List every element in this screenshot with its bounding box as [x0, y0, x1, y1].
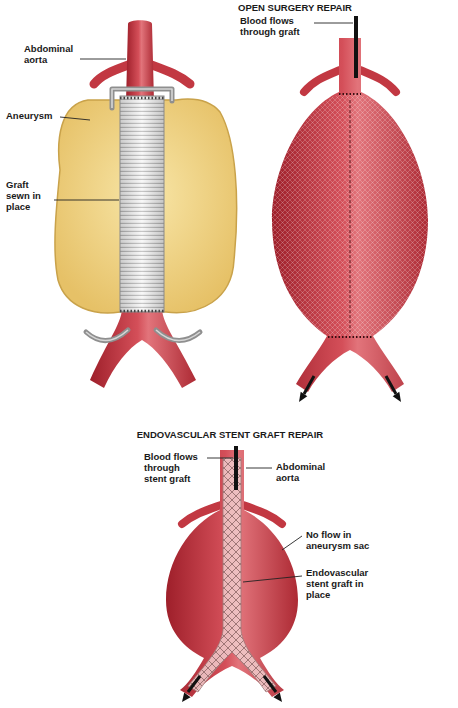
- section-heading: ENDOVASCULAR STENT GRAFT REPAIR: [90, 430, 370, 441]
- label-text: ENDOVASCULAR STENT GRAFT REPAIR: [137, 429, 323, 440]
- label-text: Blood flows through graft: [240, 15, 300, 37]
- endovascular-figure: [166, 446, 298, 702]
- graft-shading: [120, 96, 164, 312]
- leader-line: [54, 200, 119, 201]
- flow-arrowhead: [182, 692, 191, 702]
- clamp-highlight: [112, 89, 172, 108]
- sewn-seam: [350, 100, 351, 332]
- flow-line: [188, 676, 276, 692]
- flow-arrowhead: [273, 692, 282, 702]
- part-label: Aneurysm: [6, 111, 58, 122]
- label-text: No flow in aneurysm sac: [306, 529, 369, 551]
- label-text: Blood flows through stent graft: [144, 451, 198, 484]
- renal-artery: [304, 70, 340, 92]
- iliac-clamp: [86, 330, 200, 341]
- leader-line: [207, 458, 233, 459]
- section-heading: OPEN SURGERY REPAIR: [200, 3, 390, 14]
- clamp-highlight: [86, 330, 200, 341]
- leader-line: [243, 576, 302, 582]
- part-label: Abdominal aorta: [276, 462, 331, 484]
- flow-arrowhead: [299, 392, 307, 402]
- flow-line: [234, 446, 238, 490]
- open-repair-figure: [55, 20, 237, 388]
- flow-line: [354, 16, 358, 78]
- flow-line: [304, 376, 396, 394]
- label-text: OPEN SURGERY REPAIR: [238, 2, 352, 13]
- part-label: Abdominal aorta: [24, 44, 79, 66]
- aorta-with-graft: [272, 38, 428, 392]
- label-text: Endovascular stent graft in place: [306, 567, 368, 600]
- flow-arrowhead: [393, 392, 401, 402]
- suture-line: [328, 94, 372, 337]
- graft-tube: [120, 96, 164, 312]
- label-text: Aneurysm: [6, 110, 52, 121]
- leader-line: [314, 23, 353, 24]
- part-label: Endovascular stent graft in place: [306, 568, 376, 601]
- graft-knit: [272, 94, 428, 336]
- stent-mesh: [188, 458, 276, 692]
- leader-lines: [54, 23, 353, 582]
- part-label: Blood flows through graft: [240, 16, 312, 38]
- renal-artery: [94, 64, 131, 84]
- iliac-arteries: [90, 310, 196, 388]
- open-repair-result: [272, 16, 428, 402]
- renal-artery: [149, 64, 190, 84]
- aorta-aneurysm: [166, 450, 298, 697]
- part-label: No flow in aneurysm sac: [306, 530, 386, 552]
- part-label: Graft sewn in place: [6, 180, 48, 213]
- leader-line: [282, 536, 302, 550]
- label-text: Graft sewn in place: [6, 179, 41, 212]
- renal-artery: [360, 70, 396, 92]
- label-text: Abdominal aorta: [276, 461, 325, 483]
- suture-line: [120, 98, 164, 311]
- leader-line: [246, 468, 272, 469]
- leader-line: [60, 117, 90, 120]
- label-text: Abdominal aorta: [24, 43, 73, 65]
- leader-line: [80, 59, 126, 60]
- stent-graft: [188, 458, 276, 692]
- part-label: Blood flows through stent graft: [144, 452, 202, 485]
- aortic-clamp: [112, 89, 172, 108]
